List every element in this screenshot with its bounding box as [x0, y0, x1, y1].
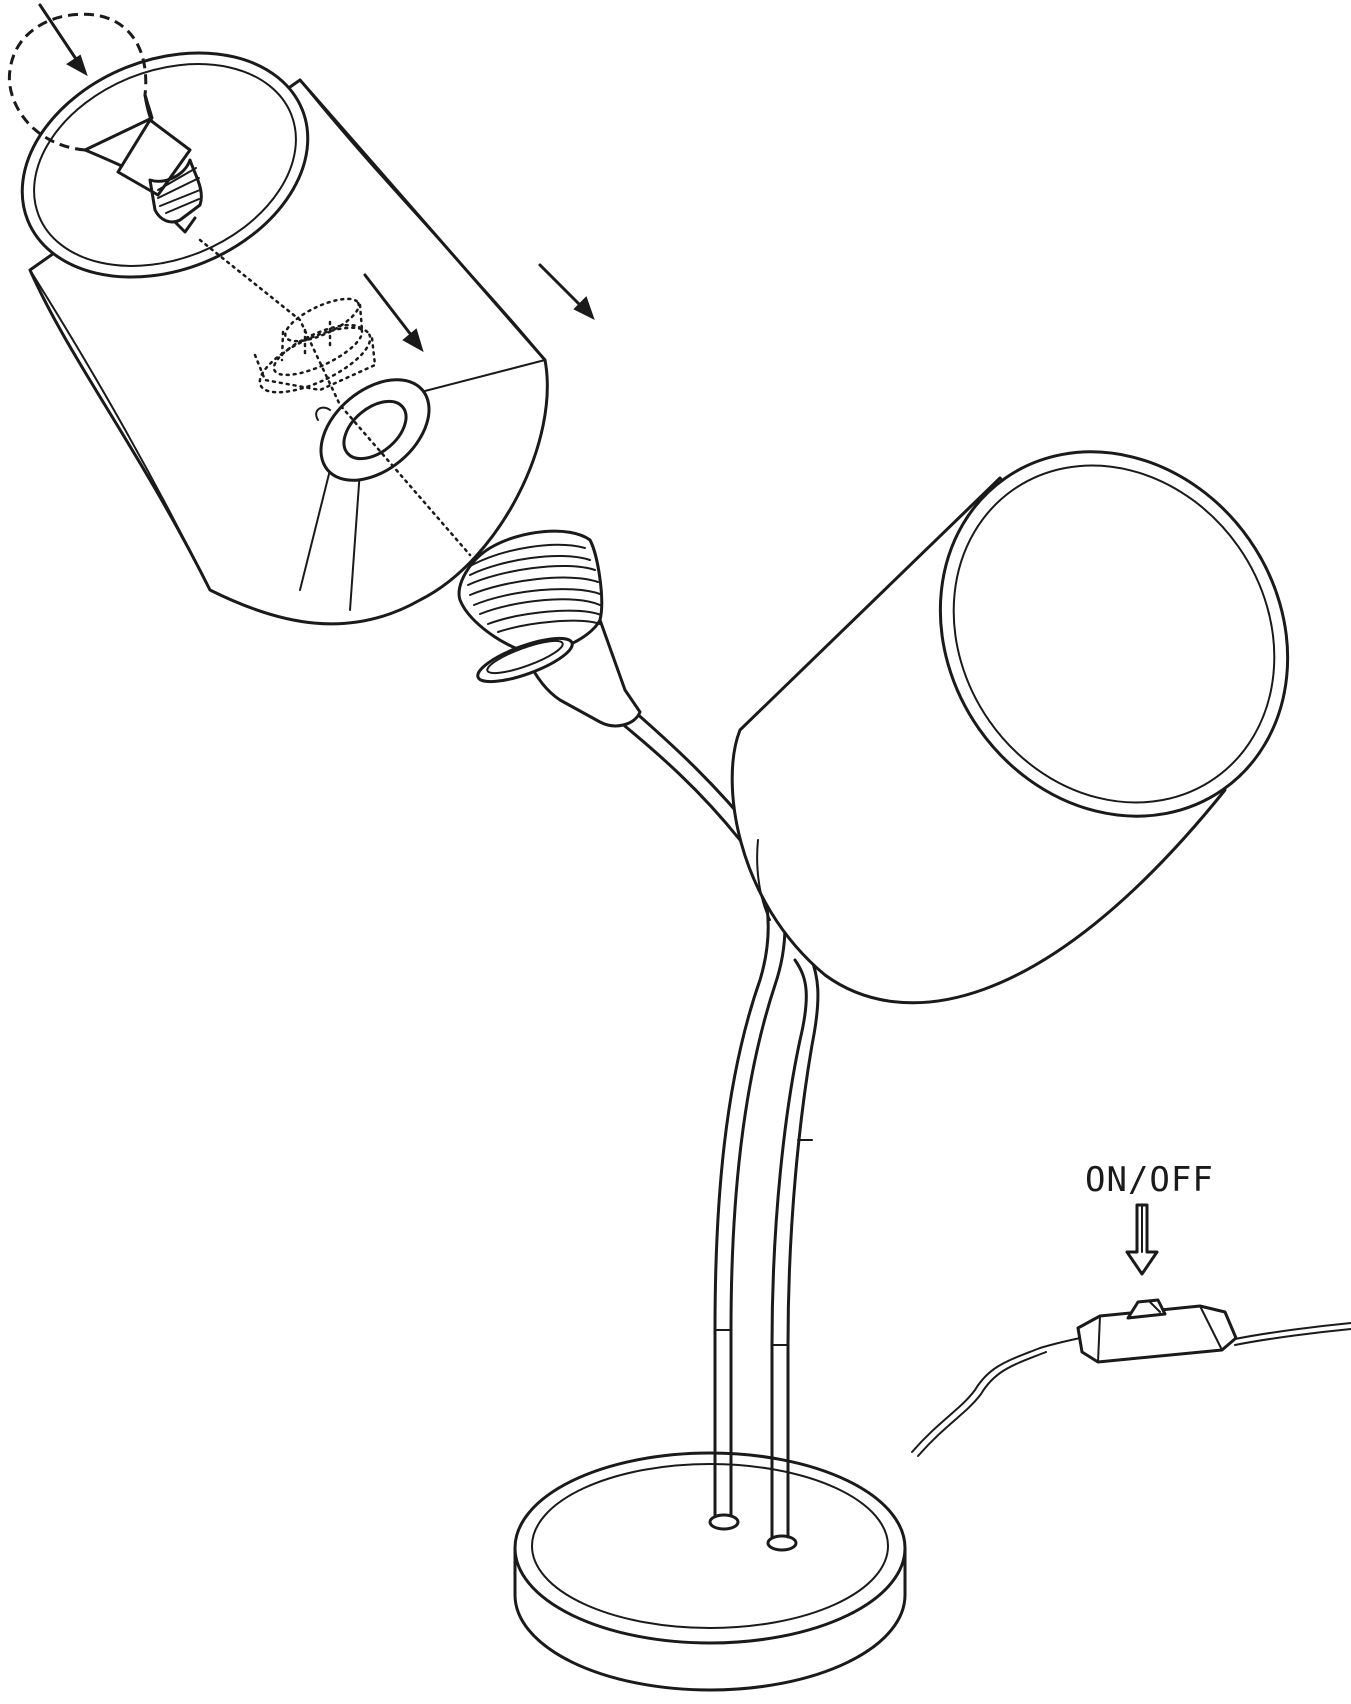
switch-indicator-arrow	[1125, 1203, 1159, 1276]
direction-arrows	[38, 3, 595, 353]
alignment-line	[198, 238, 472, 557]
power-cord	[911, 1322, 1351, 1457]
mounted-shade	[730, 450, 1290, 1005]
rocker-button	[1126, 1298, 1167, 1320]
bulb-arrow-line	[38, 3, 82, 67]
lamp-base	[513, 1451, 907, 1692]
arm-hole-right	[766, 1534, 798, 1552]
ring-arrow-line	[363, 273, 417, 342]
inline-switch	[1076, 1298, 1238, 1364]
on-off-label: ON/OFF	[1085, 1160, 1214, 1200]
lamp-arms	[618, 710, 820, 1539]
light-bulb	[7, 12, 203, 234]
socket-collar	[476, 636, 574, 684]
shade-arrow-line	[538, 263, 587, 312]
bulb-socket	[457, 529, 642, 728]
retaining-ring	[253, 297, 377, 394]
exploded-shade	[20, 51, 549, 626]
arm-hole-left	[708, 1513, 740, 1531]
